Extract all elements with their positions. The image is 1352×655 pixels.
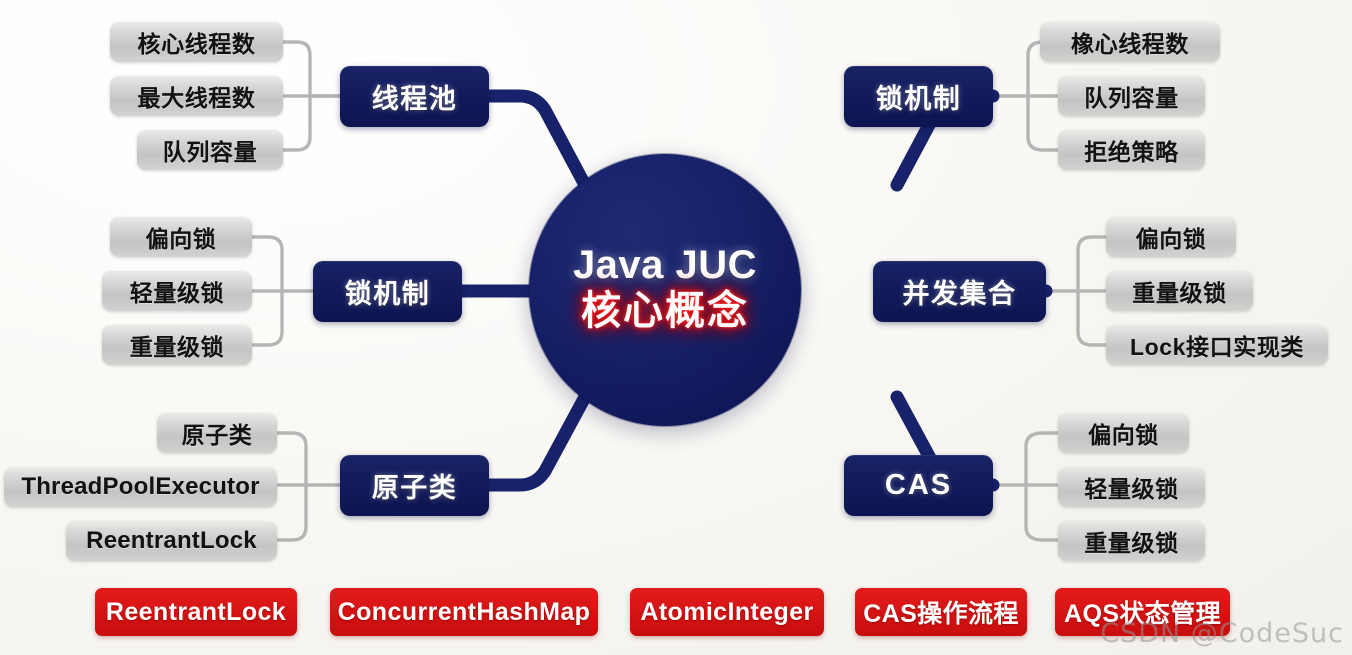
branch-node-atomic-classes[interactable]: 原子类 (340, 455, 489, 516)
leaf-chip[interactable]: 轻量级锁 (1058, 467, 1205, 507)
leaf-chip[interactable]: 重量级锁 (1106, 271, 1253, 311)
leaf-chip[interactable]: 重量级锁 (102, 325, 252, 365)
leaf-chip-label: 轻量级锁 (1084, 476, 1179, 502)
branch-node-label: 并发集合 (902, 279, 1017, 309)
trunk-left-top (482, 89, 592, 192)
leaf-chip[interactable]: ThreadPoolExecutor (4, 467, 277, 507)
branch-node-label: 锁机制 (344, 279, 431, 309)
leaf-chip-label: 偏向锁 (145, 226, 217, 252)
leaf-chip-label: 原子类 (181, 422, 253, 448)
leaf-chip[interactable]: 橡心线程数 (1040, 22, 1220, 62)
leaf-chip[interactable]: Lock接口实现类 (1106, 325, 1328, 365)
leaf-chip-label: 重量级锁 (1132, 280, 1227, 306)
leaf-chip-label: 队列容量 (162, 139, 258, 165)
leaf-chip-label: ReentrantLock (86, 527, 257, 554)
leaf-chip-label: 偏向锁 (1088, 422, 1159, 448)
leaf-chip[interactable]: 偏向锁 (110, 217, 252, 257)
leaf-chip-label: 重量级锁 (1084, 530, 1179, 556)
tag-row: ReentrantLock ConcurrentHashMap AtomicIn… (0, 588, 1352, 638)
branch-node-lock-mechanism-left[interactable]: 锁机制 (313, 261, 462, 322)
leaf-chip[interactable]: 偏向锁 (1106, 217, 1236, 257)
leaf-chip[interactable]: 原子类 (157, 413, 277, 453)
leaf-chip-label: 偏向锁 (1135, 226, 1207, 252)
tag-label: AtomicInteger (640, 597, 814, 626)
leaf-chip-label: 最大线程数 (137, 85, 256, 111)
leaf-chip-label: ThreadPoolExecutor (21, 473, 260, 500)
leaf-chip[interactable]: 轻量级锁 (102, 271, 252, 311)
leaf-chip-label: Lock接口实现类 (1129, 334, 1305, 360)
leaf-chip[interactable]: 队列容量 (137, 130, 283, 170)
leaf-chip[interactable]: 拒绝策略 (1058, 130, 1205, 170)
trunk-left-bottom (482, 390, 592, 492)
tag-pill[interactable]: ConcurrentHashMap (330, 588, 598, 636)
branch-node-label: 线程池 (371, 84, 458, 114)
tag-pill[interactable]: CAS操作流程 (855, 588, 1027, 636)
branch-node-lock-mechanism-right[interactable]: 锁机制 (844, 66, 993, 127)
leaf-chip[interactable]: 偏向锁 (1058, 413, 1189, 453)
branch-node-label: CAS (884, 469, 953, 501)
central-node[interactable]: Java JUC 核心概念 (529, 154, 801, 426)
central-title-secondary: 核心概念 (581, 289, 749, 334)
leaf-chip-label: 拒绝策略 (1084, 139, 1179, 165)
branch-node-concurrent-collections[interactable]: 并发集合 (873, 261, 1046, 322)
branch-node-cas[interactable]: CAS (844, 455, 993, 516)
tag-pill[interactable]: ReentrantLock (95, 588, 297, 636)
leaf-chip[interactable]: 队列容量 (1058, 76, 1205, 116)
branch-node-label: 原子类 (371, 473, 458, 503)
branch-node-label: 锁机制 (875, 84, 962, 114)
leaf-chip-label: 队列容量 (1084, 85, 1179, 111)
tag-label: ReentrantLock (105, 597, 287, 626)
tag-label: CAS操作流程 (863, 600, 1019, 628)
tag-pill[interactable]: AQS状态管理 (1055, 588, 1230, 636)
leaf-chip[interactable]: ReentrantLock (66, 521, 277, 561)
leaf-chip-label: 重量级锁 (129, 334, 225, 360)
leaf-chip[interactable]: 核心线程数 (110, 22, 283, 62)
leaf-chip[interactable]: 重量级锁 (1058, 521, 1205, 561)
leaf-chip-label: 橡心线程数 (1071, 31, 1189, 57)
tag-label: AQS状态管理 (1064, 600, 1221, 628)
tag-pill[interactable]: AtomicInteger (630, 588, 824, 636)
central-title-primary: Java JUC (572, 243, 758, 288)
branch-node-thread-pool[interactable]: 线程池 (340, 66, 489, 127)
tag-label: ConcurrentHashMap (337, 597, 591, 626)
leaf-chip-label: 核心线程数 (137, 31, 256, 57)
leaf-chip-label: 轻量级锁 (129, 280, 225, 306)
leaf-chip[interactable]: 最大线程数 (110, 76, 283, 116)
